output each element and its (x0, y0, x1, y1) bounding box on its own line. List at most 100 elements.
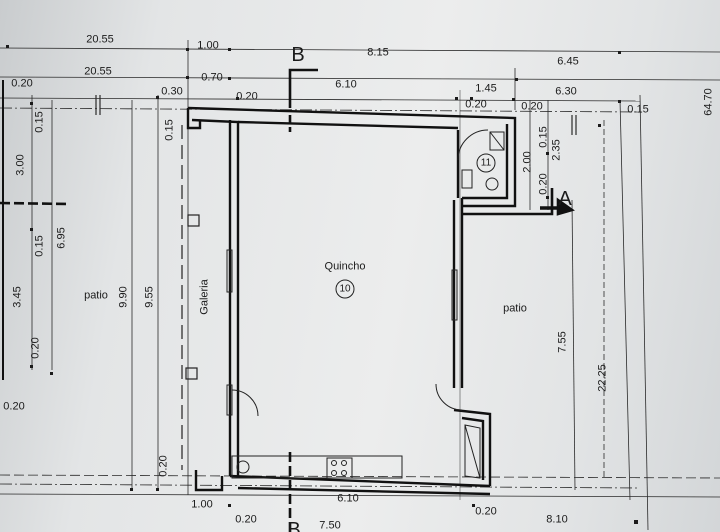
section-a-line (462, 188, 554, 216)
tick (50, 372, 53, 375)
ref-line-bottom (0, 474, 720, 479)
door-swing-galeria (231, 389, 259, 417)
wall-bottom-outer (237, 486, 491, 496)
tick (30, 228, 33, 231)
dim-line-v-620 (619, 99, 631, 501)
tick (130, 488, 133, 491)
dim-top-0-70: 0.70 (201, 71, 223, 84)
dim-right-22-25: 22.25 (596, 364, 609, 392)
galeria-post-1 (187, 214, 200, 227)
dim-top-0-20-mid: 0.20 (236, 90, 258, 103)
dim-bottom-6-10: 6.10 (337, 492, 359, 505)
room-number-bathroom: 11 (476, 153, 496, 173)
tick (6, 45, 9, 48)
wall-bath-inner (462, 124, 509, 200)
dim-line-v-575 (571, 199, 576, 491)
dim-top-6-10: 6.10 (335, 78, 357, 91)
tick (472, 504, 475, 507)
tick (186, 76, 189, 79)
tick (156, 96, 159, 99)
section-cut-lines (0, 68, 575, 532)
shower (489, 131, 505, 151)
dim-top-0-20-left: 0.20 (11, 77, 33, 90)
dim-right-7-55: 7.55 (556, 331, 569, 353)
burner (341, 460, 347, 466)
stove (326, 457, 353, 479)
doors (231, 129, 489, 417)
windows (226, 249, 458, 416)
tick (30, 102, 33, 105)
dim-bottom-8-10: 8.10 (546, 513, 568, 526)
sink (236, 460, 250, 474)
tick (546, 152, 549, 155)
tick (455, 97, 458, 100)
door-swing-bath (457, 129, 489, 161)
burner (341, 470, 347, 476)
dim-top-20-55-b: 20.55 (84, 65, 112, 78)
tick (228, 504, 231, 507)
tick (598, 124, 601, 127)
dim-right-0-15: 0.15 (537, 126, 550, 148)
wall-quincho-top (237, 120, 459, 130)
dim-top-0-20-r1: 0.20 (465, 98, 487, 111)
dim-left-0-20-a: 0.20 (29, 337, 42, 359)
wall-grill-inner (461, 416, 485, 480)
kitchen-counter (231, 424, 481, 479)
washbasin (485, 177, 499, 191)
dim-left-9-55: 9.55 (143, 286, 156, 308)
shower-diag (489, 131, 505, 151)
dim-left-6-95: 6.95 (55, 227, 68, 249)
column-bottom-left (194, 470, 224, 492)
dim-line-v-640 (639, 94, 649, 531)
bathroom-fixtures (461, 131, 505, 191)
dim-top-8-15: 8.15 (367, 46, 389, 59)
dim-left-0-15-a: 0.15 (33, 111, 46, 133)
section-mark-a-right: A (558, 188, 572, 210)
grill (464, 424, 481, 479)
window-galeria-1 (226, 249, 233, 293)
section-mark-b-top: B (291, 44, 305, 66)
section-a-arrow (556, 197, 575, 216)
dim-left-0-15-b: 0.15 (33, 235, 46, 257)
dim-line-top-1 (0, 47, 720, 53)
section-b-top-arm (288, 68, 318, 108)
window-galeria-2 (226, 384, 233, 416)
dim-bottom-1-00: 1.00 (191, 498, 213, 511)
dim-line-top-3 (0, 97, 641, 102)
dim-line-top-2 (0, 76, 720, 81)
dim-left-0-20-c: 0.20 (157, 455, 170, 477)
burner (331, 470, 337, 476)
tick (228, 77, 231, 80)
dim-bottom-7-50: 7.50 (319, 519, 341, 532)
tick (30, 365, 33, 368)
tick (236, 97, 239, 100)
dimension-ticks (6, 45, 638, 524)
tick (515, 78, 518, 81)
walls (186, 106, 517, 496)
tick (512, 98, 515, 101)
dim-top-1-45: 1.45 (475, 82, 497, 95)
dim-right-0-20: 0.20 (537, 173, 550, 195)
section-mark-b-bottom: B (287, 519, 301, 532)
dim-top-0-30: 0.30 (161, 85, 183, 98)
tick (186, 48, 189, 51)
dim-line-bottom (0, 493, 720, 498)
dim-right-2-00: 2.00 (521, 151, 534, 173)
tick (470, 97, 473, 100)
dim-bottom-0-20-b: 0.20 (475, 505, 497, 518)
section-left-line (0, 201, 71, 206)
dim-left-0-15-c: 0.15 (163, 119, 176, 141)
dim-left-0-20-b: 0.20 (3, 400, 25, 413)
dim-top-1-00: 1.00 (197, 39, 219, 52)
tick (228, 48, 231, 51)
dim-top-0-20-r2: 0.20 (521, 100, 543, 113)
dim-left-3-45: 3.45 (11, 286, 24, 308)
window-quincho-right (451, 269, 458, 321)
room-label-galeria: Galeria (198, 279, 211, 315)
axis-line-top (0, 107, 641, 113)
dim-right-2-35: 2.35 (550, 139, 563, 161)
room-label-quincho: Quincho (324, 260, 366, 273)
dim-left-3-00: 3.00 (14, 154, 27, 176)
